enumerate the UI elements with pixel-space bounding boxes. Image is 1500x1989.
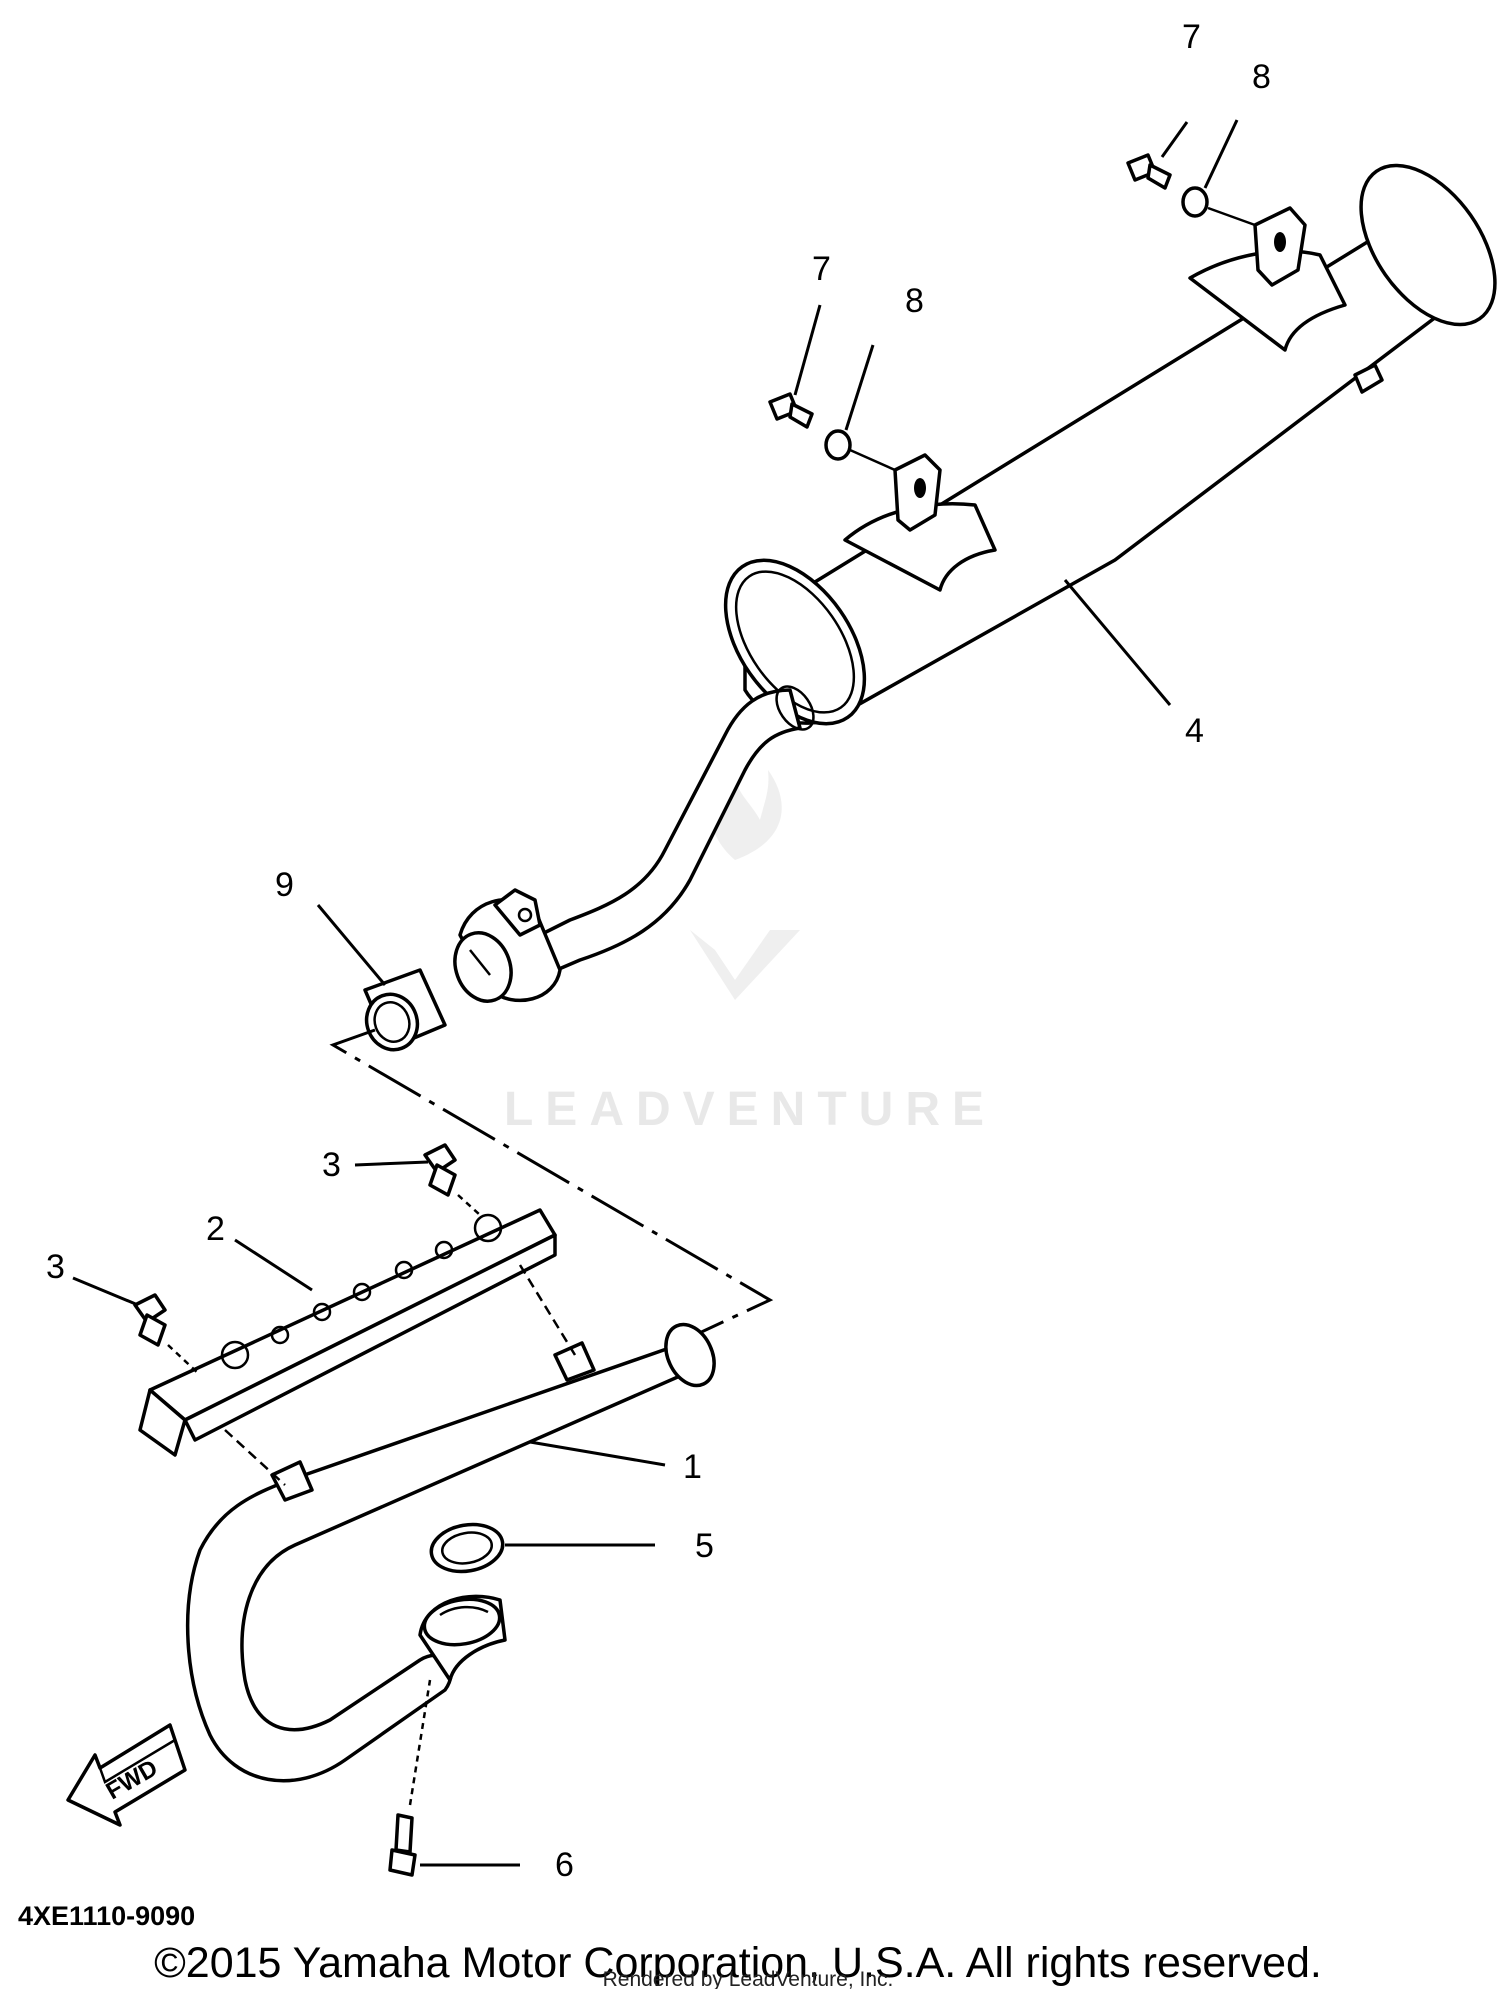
bolt-6	[388, 1679, 432, 1877]
callout-8-rear: 8	[1252, 58, 1271, 96]
bolt-3-left	[133, 1293, 201, 1376]
callout-3-left: 3	[46, 1248, 65, 1286]
rendered-by-notice: Rendered by LeadVenture, Inc.	[603, 1968, 894, 1989]
leader-lines	[72, 119, 1239, 1867]
bolt-7-front	[768, 392, 814, 429]
callout-3-upper: 3	[322, 1146, 341, 1184]
watermark-logo: LEADVENTURE	[504, 760, 996, 1136]
callout-1: 1	[683, 1448, 702, 1486]
bolt-3-upper	[423, 1143, 481, 1216]
sleeve-gasket-part	[363, 968, 447, 1052]
gasket-part	[429, 1522, 505, 1574]
bolt-7-rear	[1126, 153, 1172, 190]
callout-2: 2	[206, 1210, 225, 1248]
callout-7-rear: 7	[1182, 18, 1201, 56]
heat-protector-part	[138, 1208, 577, 1486]
copyright-notice: ©2015 Yamaha Motor Corporation, U.S.A. A…	[154, 1939, 1322, 1987]
callout-7-front: 7	[812, 250, 831, 288]
diagram-code: 4XE1110-9090	[18, 1901, 195, 1931]
exhaust-pipe-part	[185, 1322, 716, 1783]
callout-5: 5	[695, 1527, 714, 1565]
callout-labels: 1 2 3 3 4 5 6 7 7 8 8 9	[46, 18, 1271, 1884]
callout-8-front: 8	[905, 282, 924, 320]
callout-6: 6	[555, 1846, 574, 1884]
watermark-text: LEADVENTURE	[504, 1083, 996, 1136]
washer-8-front	[824, 429, 896, 472]
assembly-guide-line	[329, 1028, 774, 1337]
washer-8-rear	[1181, 186, 1256, 227]
muffler-part	[528, 163, 1497, 977]
callout-4: 4	[1185, 712, 1204, 750]
callout-9: 9	[275, 866, 294, 904]
fwd-arrow-icon: FWD	[66, 1723, 187, 1827]
inlet-clamp	[453, 888, 562, 1003]
